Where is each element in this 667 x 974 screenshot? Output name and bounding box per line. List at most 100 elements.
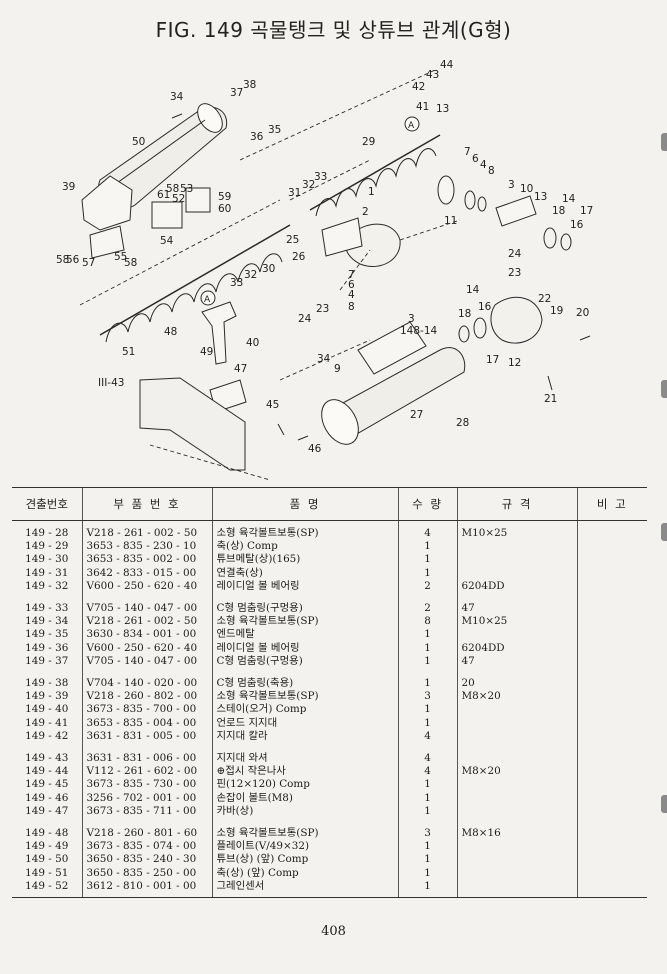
part-callout-label: 36 xyxy=(250,131,264,143)
cell-name: 축(상) (앞) Comp xyxy=(211,866,398,880)
cell-quantity: 2 xyxy=(397,602,457,616)
column-header-ref: 견출번호 xyxy=(12,487,82,521)
part-callout-label: 6 xyxy=(348,279,355,291)
cell-name: 플레이트(V/49×32) xyxy=(211,840,398,854)
group-spacer xyxy=(12,743,647,753)
cell-quantity: 1 xyxy=(397,879,457,899)
cell-quantity: 1 xyxy=(397,641,457,655)
cell-ref: 149 - 39 xyxy=(25,690,69,703)
cell-spec: 20 xyxy=(456,677,577,691)
cell-quantity: 3 xyxy=(397,827,457,841)
cell-quantity: 1 xyxy=(397,654,457,669)
part-callout-label: 49 xyxy=(200,346,213,358)
cell-name: ⊕접시 작은나사 xyxy=(211,765,398,779)
cell-name: 소형 육각볼트보통(SP) xyxy=(211,690,398,704)
cell-part-number: V704 - 140 - 020 - 00 xyxy=(81,677,212,691)
cell-name: 스테이(오거) Comp xyxy=(211,703,398,717)
part-callout-label: 28 xyxy=(456,417,469,429)
part-callout-label: 58 xyxy=(124,257,137,269)
part-callout-label: 44 xyxy=(440,59,454,71)
cell-quantity: 4 xyxy=(397,752,457,766)
cell-spec xyxy=(456,853,577,867)
cell-part-number: V600 - 250 - 620 - 40 xyxy=(81,641,212,655)
cell-spec xyxy=(456,540,577,554)
cell-part-number: 3673 - 835 - 711 - 00 xyxy=(81,804,212,819)
part-callout-label: 54 xyxy=(160,235,174,247)
part-callout-label: 9 xyxy=(334,363,341,375)
part-callout-label: III-43 xyxy=(98,377,124,389)
part-callout-label: 42 xyxy=(412,81,425,93)
cell-name: 지지대 와셔 xyxy=(211,752,398,766)
part-callout-label: 20 xyxy=(576,307,589,319)
part-callout-label: 50 xyxy=(132,136,145,148)
page-number: 408 xyxy=(321,924,346,939)
part-callout-label: 3 xyxy=(508,179,515,191)
cell-part-number: 3642 - 833 - 015 - 00 xyxy=(81,566,212,580)
cell-ref: 149 - 29 xyxy=(25,540,69,553)
cell-name: 연결축(상) xyxy=(211,566,398,580)
part-callout-label: 17 xyxy=(580,205,593,217)
cell-remarks xyxy=(576,628,647,642)
part-callout-label: 40 xyxy=(246,337,259,349)
cell-name: C형 멈춤링(축용) xyxy=(211,677,398,691)
cell-name: 튜브(상) (앞) Comp xyxy=(211,853,398,867)
part-callout-label: 56 xyxy=(66,254,80,266)
cell-part-number: V218 - 261 - 002 - 50 xyxy=(81,615,212,629)
cell-name: 튜브메탈(상)(165) xyxy=(211,553,398,567)
part-callout-label: 4 xyxy=(480,159,487,171)
part-callout-label: 13 xyxy=(534,191,547,203)
cell-name: C형 멈춤링(구멍용) xyxy=(211,654,398,669)
cell-spec: M10×25 xyxy=(456,520,577,541)
cell-part-number: V600 - 250 - 620 - 40 xyxy=(81,579,212,594)
group-spacer xyxy=(12,668,647,678)
svg-text:A: A xyxy=(204,295,211,305)
cell-ref: 149 - 41 xyxy=(25,716,69,729)
tube-end-housing xyxy=(81,175,133,259)
part-callout-label: 4 xyxy=(348,289,355,301)
cell-ref: 149 - 36 xyxy=(25,641,69,654)
cell-ref: 149 - 50 xyxy=(25,853,69,866)
cell-quantity: 4 xyxy=(397,520,457,541)
part-callout-label: 23 xyxy=(316,303,329,315)
cell-name: 소형 육각볼트보통(SP) xyxy=(211,520,398,541)
cell-quantity: 1 xyxy=(397,566,457,580)
cell-ref: 149 - 47 xyxy=(25,804,69,817)
cell-ref: 149 - 42 xyxy=(25,729,69,742)
part-callout-label: 39 xyxy=(62,181,75,193)
part-callout-label: 25 xyxy=(286,234,299,246)
part-callout-label: 52 xyxy=(172,193,185,205)
auger-spiral-upper xyxy=(309,134,441,217)
part-callout-label: 30 xyxy=(262,263,275,275)
cell-part-number: 3653 - 835 - 230 - 10 xyxy=(81,540,212,554)
cell-name: 소형 육각볼트보통(SP) xyxy=(211,827,398,841)
cell-remarks xyxy=(576,853,647,867)
cell-ref: 149 - 51 xyxy=(25,866,69,879)
part-callout-label: 24 xyxy=(508,248,522,260)
cell-ref: 149 - 32 xyxy=(25,579,69,592)
frame-plate xyxy=(139,377,246,471)
cell-remarks xyxy=(576,879,647,899)
cell-spec xyxy=(456,866,577,880)
cell-quantity: 1 xyxy=(397,553,457,567)
cell-spec xyxy=(456,729,577,744)
cell-quantity: 8 xyxy=(397,615,457,629)
cell-part-number: 3630 - 834 - 001 - 00 xyxy=(81,628,212,642)
cell-part-number: V112 - 261 - 602 - 00 xyxy=(81,765,212,779)
cell-spec: 47 xyxy=(456,602,577,616)
part-callout-label: 1 xyxy=(368,186,375,198)
cell-name: 엔드메탈 xyxy=(211,628,398,642)
part-callout-label: 31 xyxy=(288,187,301,199)
column-header-quantity: 수 량 xyxy=(397,487,457,521)
upper-front-tube xyxy=(98,103,228,209)
